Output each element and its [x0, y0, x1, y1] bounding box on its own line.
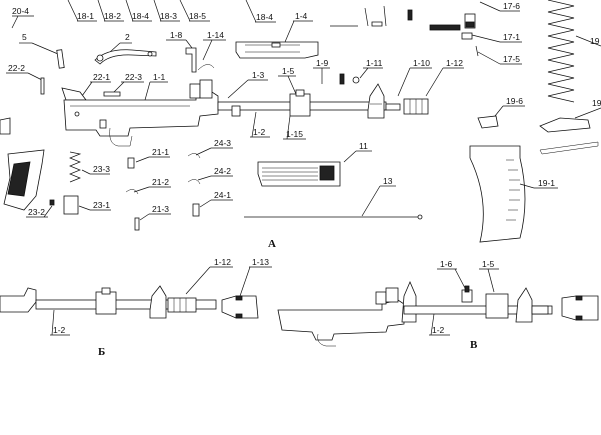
callout-22-1: 22-1 [93, 72, 110, 82]
callout-17-5: 17-5 [503, 54, 520, 64]
callout-18-5: 18-5 [189, 11, 206, 21]
callout-19-1: 19-1 [538, 178, 555, 188]
part-b-barrel-assembly [0, 285, 217, 319]
part-19-1-magazine [469, 145, 526, 243]
callout-24-2: 24-2 [214, 166, 231, 176]
section-label-a: А [268, 238, 276, 250]
callout-b-1-13: 1-13 [252, 257, 269, 267]
callout-19-6: 19-6 [506, 96, 523, 106]
callout-18-4-b: 18-4 [256, 12, 273, 22]
callout-1-10: 1-10 [413, 58, 430, 68]
callout-1-3: 1-3 [252, 70, 265, 80]
callout-18-4: 18-4 [132, 11, 149, 21]
callout-18-2: 18-2 [104, 11, 121, 21]
section-label-v: В [470, 339, 478, 351]
part-11-handguard [257, 161, 341, 187]
callout-1-4: 1-4 [295, 11, 308, 21]
callout-1-15: 1-15 [286, 129, 303, 139]
callout-24-3: 24-3 [214, 138, 231, 148]
callout-v-1-6: 1-6 [440, 259, 453, 269]
callout-23-2: 23-2 [28, 207, 45, 217]
callout-20-4: 20-4 [12, 6, 29, 16]
callout-5: 5 [22, 32, 27, 42]
part-2-trigger-guard [94, 49, 157, 65]
part-rods-top [330, 5, 476, 31]
part-pistol-grip [3, 149, 45, 211]
callout-1-8: 1-8 [170, 30, 183, 40]
callout-17-6: 17-6 [503, 1, 520, 11]
section-label-b: Б [98, 346, 105, 358]
part-v-receiver-barrel [277, 280, 553, 347]
part-1-1-receiver [63, 79, 219, 147]
callout-b-1-12: 1-12 [214, 257, 231, 267]
callout-24-1: 24-1 [214, 190, 231, 200]
callout-23-1: 23-1 [93, 200, 110, 210]
callout-1-1: 1-1 [153, 72, 166, 82]
callout-22-2: 22-2 [8, 63, 25, 73]
callout-2: 2 [125, 32, 130, 42]
callout-23-3: 23-3 [93, 164, 110, 174]
part-v-muzzle-device [561, 295, 599, 321]
callout-v-1-2: 1-2 [432, 325, 445, 335]
callout-1-9: 1-9 [316, 58, 329, 68]
callout-1-11: 1-11 [366, 58, 383, 68]
callout-1-14: 1-14 [207, 30, 224, 40]
callout-19: 19 [590, 36, 600, 46]
callout-18-1: 18-1 [77, 11, 94, 21]
callout-1-12: 1-12 [446, 58, 463, 68]
callout-21-1: 21-1 [152, 147, 169, 157]
callout-21-2: 21-2 [152, 177, 169, 187]
part-1-2-barrel-assembly [217, 83, 401, 119]
callout-18-3: 18-3 [160, 11, 177, 21]
callout-b-1-2: 1-2 [53, 325, 66, 335]
callout-17-1: 17-1 [503, 32, 520, 42]
callout-22-3: 22-3 [125, 72, 142, 82]
callout-1-5: 1-5 [282, 66, 295, 76]
callout-1-2: 1-2 [253, 127, 266, 137]
part-1-4-gas-tube [235, 41, 319, 59]
part-b-1-13-muzzle-device [221, 295, 259, 319]
part-1-12-muzzle-brake [403, 98, 429, 115]
callout-11: 11 [359, 141, 368, 151]
callout-19-b: 19 [592, 98, 601, 108]
callout-v-1-5: 1-5 [482, 259, 495, 269]
part-19-magazine-spring [547, 0, 575, 103]
callout-21-3: 21-3 [152, 204, 169, 214]
callout-13: 13 [383, 176, 393, 186]
